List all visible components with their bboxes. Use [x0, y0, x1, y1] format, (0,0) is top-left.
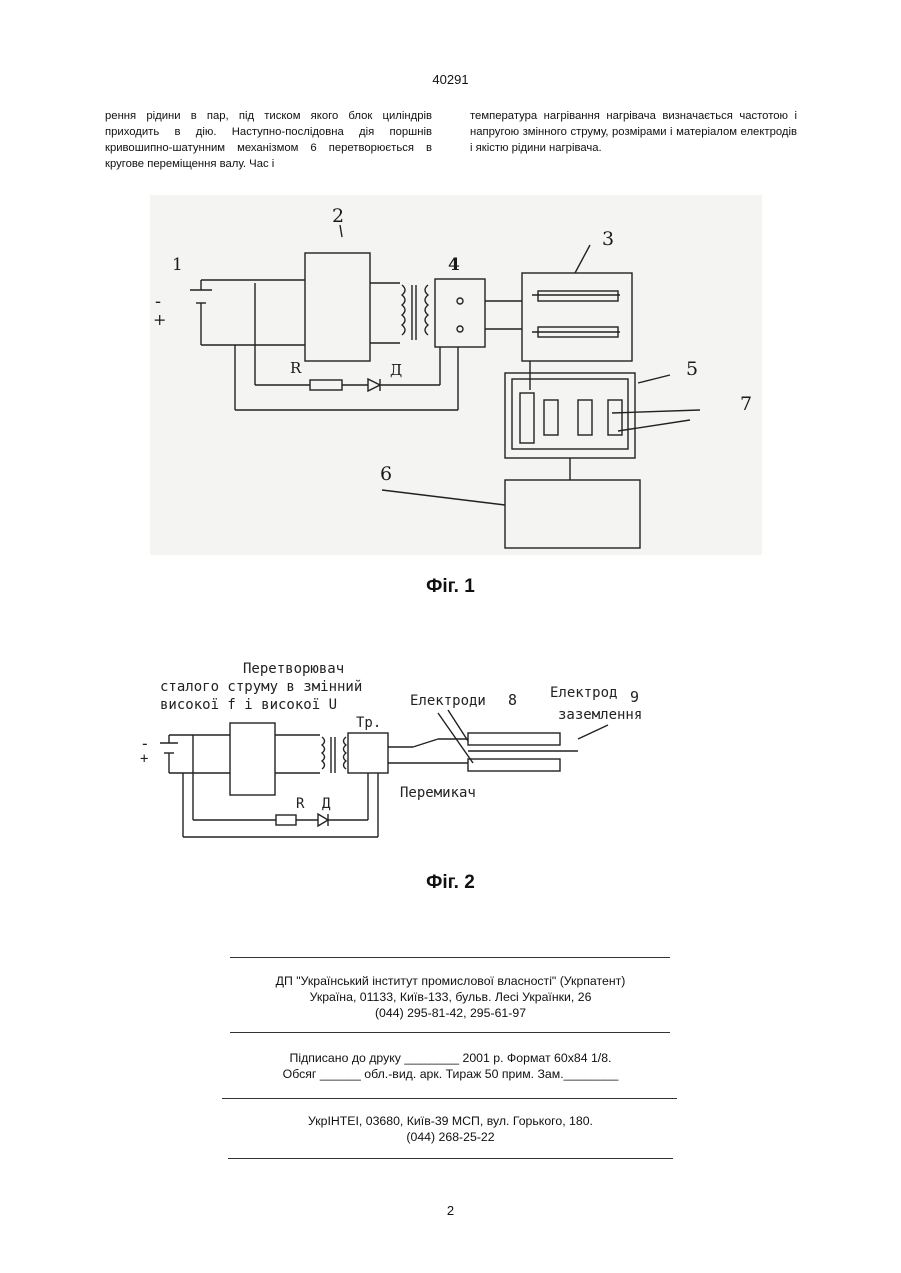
divider-rule — [230, 1032, 670, 1033]
fig2-title-line1: Перетворювач — [243, 661, 344, 677]
page-number-bottom: 2 — [0, 1203, 901, 1218]
fig2-label-d: Д — [322, 796, 331, 812]
fig1-label-1: 1 — [172, 255, 183, 275]
fig1-label-7: 7 — [740, 393, 752, 415]
figure-2-caption: Фіг. 2 — [0, 872, 901, 894]
imprint-press-address: УкрІНТЕІ, 03680, Київ-39 МСП, вул. Горьк… — [0, 1113, 901, 1129]
fig2-label-8: 8 — [508, 691, 517, 709]
fig1-label-6: 6 — [380, 463, 392, 485]
fig1-label-4: 4 — [448, 255, 460, 275]
imprint-print-signed: Підписано до друку ________ 2001 р. Форм… — [0, 1050, 901, 1066]
imprint-org-phones: (044) 295-81-42, 295-61-97 — [0, 1005, 901, 1021]
fig2-label-switch: Перемикач — [400, 785, 476, 801]
imprint-press-block: УкрІНТЕІ, 03680, Київ-39 МСП, вул. Горьк… — [0, 1113, 901, 1145]
fig1-plus: + — [153, 310, 166, 329]
divider-rule — [222, 1098, 677, 1099]
imprint-print-volume: Обсяг ______ обл.-вид. арк. Тираж 50 при… — [0, 1066, 901, 1082]
divider-rule — [228, 1158, 673, 1159]
figure-1-diagram: 1 2 3 4 5 6 7 - + R Д — [150, 195, 762, 555]
body-text-right-column: температура нагрівання нагрівача визнача… — [470, 108, 797, 156]
divider-rule — [230, 957, 670, 958]
fig1-label-5: 5 — [686, 358, 698, 380]
fig1-label-r: R — [290, 359, 302, 377]
fig2-label-r: R — [296, 796, 305, 812]
fig2-label-grounding: заземлення — [558, 707, 642, 723]
fig2-plus: + — [140, 751, 148, 767]
fig2-label-electrodes: Електроди — [410, 693, 486, 709]
fig1-label-2: 2 — [332, 205, 344, 227]
fig2-label-tr: Тр. — [356, 715, 381, 731]
imprint-org-address: Україна, 01133, Київ-133, бульв. Лесі Ук… — [0, 989, 901, 1005]
fig2-title-line3: високої f і високої U — [160, 697, 337, 713]
figure-2-diagram: Перетворювач сталого струму в змінний ви… — [138, 655, 663, 845]
figure-1-caption: Фіг. 1 — [0, 576, 901, 598]
imprint-org-name: ДП "Український інститут промислової вла… — [0, 973, 901, 989]
fig1-label-d: Д — [390, 361, 402, 379]
fig2-label-electrode: Електрод — [550, 685, 617, 701]
imprint-org-block: ДП "Український інститут промислової вла… — [0, 973, 901, 1021]
page-number-top: 40291 — [0, 72, 901, 87]
imprint-press-phone: (044) 268-25-22 — [0, 1129, 901, 1145]
fig2-label-9: 9 — [630, 688, 639, 706]
fig1-minus: - — [155, 291, 161, 312]
fig2-title-line2: сталого струму в змінний — [160, 679, 362, 695]
fig1-label-3: 3 — [602, 228, 614, 250]
imprint-print-block: Підписано до друку ________ 2001 р. Форм… — [0, 1050, 901, 1082]
body-text-left-column: рення рідини в пар, під тиском якого бло… — [105, 108, 432, 172]
